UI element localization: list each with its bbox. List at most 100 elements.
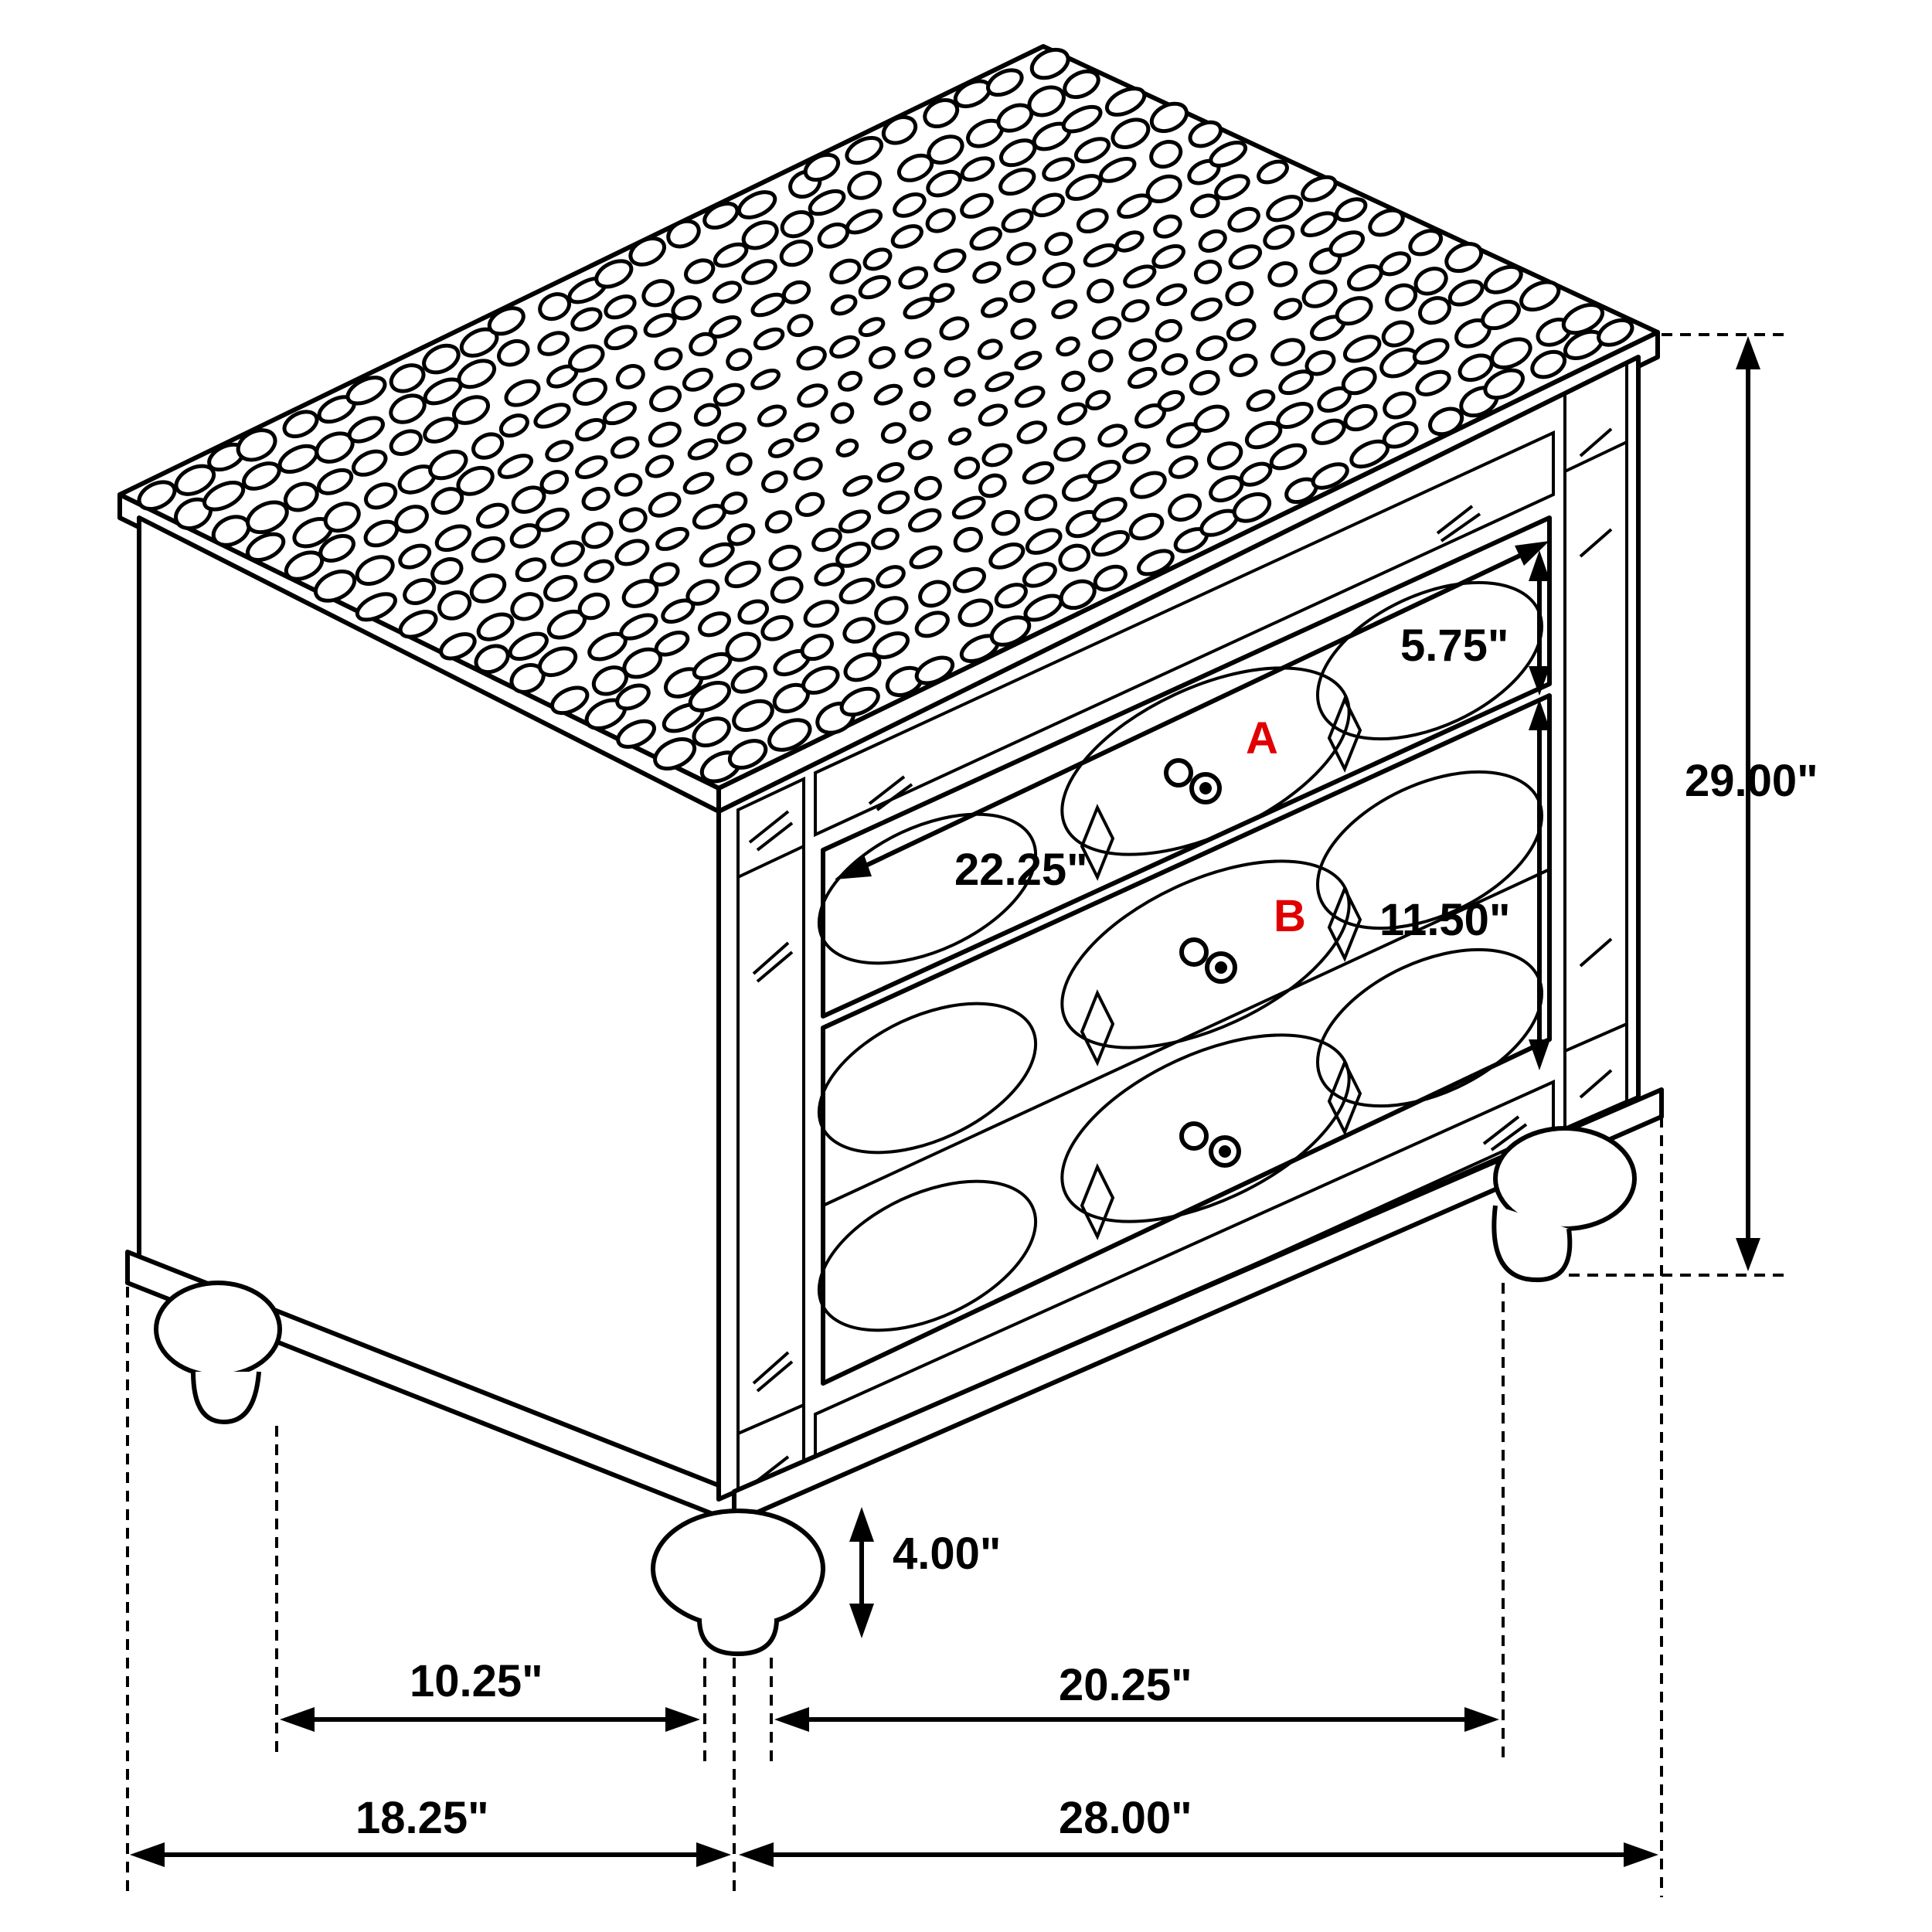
croc-scale [953, 526, 983, 553]
croc-scale [174, 464, 216, 496]
croc-scale [1001, 208, 1034, 233]
croc-scale [890, 224, 923, 249]
croc-scale [881, 115, 918, 145]
croc-scale [1016, 420, 1048, 444]
croc-scale [726, 452, 753, 476]
croc-scale [989, 615, 1032, 647]
croc-scale [1099, 156, 1137, 183]
croc-scale [318, 534, 355, 563]
croc-scale [793, 457, 823, 481]
croc-scale [699, 542, 735, 568]
croc-scale [954, 388, 976, 407]
croc-scale [1051, 299, 1078, 319]
legs [154, 1126, 1637, 1656]
croc-scale [1415, 369, 1451, 396]
croc-scale [398, 610, 438, 639]
croc-scale [689, 332, 717, 357]
croc-scale [871, 527, 900, 550]
croc-scale [814, 563, 845, 587]
croc-scale [538, 292, 571, 321]
croc-scale [1114, 230, 1145, 253]
croc-scale [236, 428, 277, 462]
croc-scale [1190, 298, 1223, 321]
croc-scale [1022, 461, 1055, 485]
croc-scale [1122, 442, 1151, 464]
croc-scale [577, 592, 611, 621]
croc-scale [1266, 195, 1304, 223]
croc-scale [628, 236, 666, 267]
croc-scale [1229, 353, 1258, 377]
croc-scale [535, 507, 570, 532]
croc-scale [923, 97, 960, 129]
croc-scale [977, 338, 1003, 360]
dim-depth: 18.25" [355, 1793, 489, 1843]
croc-scale [957, 598, 994, 628]
croc-scale [137, 480, 177, 512]
croc-scale [1304, 350, 1336, 376]
dimension-labels: 29.00" 5.75" 11.50" 22.25" 4.00" 10.25" … [355, 621, 1818, 1843]
croc-scale [862, 247, 893, 271]
croc-scale [1490, 337, 1532, 369]
croc-scale [1196, 335, 1228, 362]
croc-scale [471, 432, 505, 460]
croc-scale [1274, 298, 1303, 321]
croc-scale [1168, 493, 1202, 522]
top-surface [117, 44, 1660, 814]
croc-scale [952, 566, 986, 594]
croc-scale [725, 631, 761, 662]
croc-scale [1042, 157, 1075, 182]
croc-scale [858, 274, 891, 300]
croc-scale [604, 294, 637, 320]
croc-scale [648, 492, 682, 518]
croc-scale [1335, 296, 1373, 326]
croc-scale [985, 371, 1015, 393]
croc-scale [978, 403, 1009, 427]
croc-scale [1044, 232, 1073, 257]
croc-scale [1335, 197, 1368, 223]
croc-scale [1228, 244, 1263, 270]
croc-scale [246, 500, 289, 535]
croc-scale [364, 482, 398, 510]
croc-scale [1418, 296, 1451, 325]
croc-scale [1263, 224, 1295, 250]
croc-scale [1128, 338, 1158, 362]
croc-scale [934, 248, 967, 274]
drawer-ornament [817, 580, 1543, 1332]
croc-scale [898, 266, 929, 290]
croc-scale [389, 429, 423, 456]
croc-scale [986, 68, 1024, 97]
croc-scale [829, 335, 860, 359]
croc-scale [781, 280, 811, 304]
croc-scale [1085, 389, 1111, 411]
croc-scale [1270, 338, 1306, 366]
croc-scale [876, 461, 905, 483]
croc-scale [741, 220, 779, 250]
croc-scale [830, 294, 858, 316]
croc-scale [355, 555, 395, 586]
croc-scale [355, 592, 397, 622]
croc-scale [737, 599, 770, 625]
croc-scale [1153, 214, 1182, 239]
croc-scale [913, 367, 936, 388]
croc-scale [1128, 512, 1165, 541]
croc-scale [713, 242, 749, 268]
croc-scale [969, 226, 1002, 251]
croc-scale [1009, 280, 1036, 303]
croc-scale [434, 524, 471, 553]
croc-scale [616, 719, 656, 749]
croc-scale [1198, 229, 1227, 253]
croc-scale [838, 509, 871, 534]
croc-scale [645, 454, 675, 478]
croc-scale [456, 465, 495, 496]
croc-scale [202, 480, 246, 512]
croc-scale [951, 495, 986, 520]
croc-scale [909, 545, 943, 570]
croc-scale [1032, 192, 1065, 218]
croc-scale [1121, 299, 1150, 323]
croc-scale [1597, 318, 1634, 347]
croc-scale [903, 297, 935, 320]
croc-scale [720, 492, 748, 515]
croc-scale [907, 440, 933, 461]
dimension-lines [126, 333, 1785, 1897]
